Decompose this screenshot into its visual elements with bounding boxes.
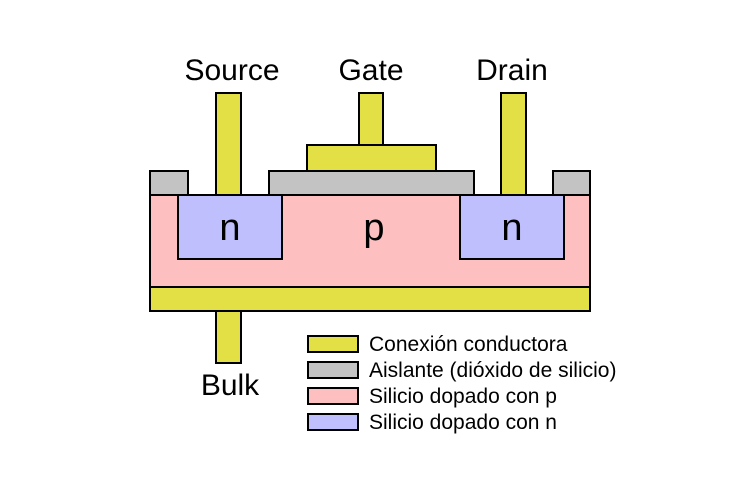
p-label: p — [363, 207, 384, 249]
bulk-plate — [149, 286, 591, 312]
gate-oxide — [268, 170, 475, 196]
right-oxide — [552, 170, 591, 196]
legend-swatch-insulator — [307, 361, 359, 379]
legend-swatch-n-silicon — [307, 413, 359, 431]
drain-label: Drain — [476, 54, 548, 87]
legend-label-insulator: Aislante (dióxido de silicio) — [369, 359, 616, 382]
legend-swatch-p-silicon — [307, 387, 359, 405]
left-n-label: n — [219, 207, 240, 249]
source-n-region — [177, 194, 283, 260]
bulk-label: Bulk — [201, 369, 260, 402]
gate-label: Gate — [338, 54, 403, 87]
legend-swatch-conductor — [307, 335, 359, 353]
source-label: Source — [184, 54, 279, 87]
drain-lead — [500, 92, 527, 196]
bulk-lead — [215, 310, 242, 364]
gate-plate — [306, 144, 437, 172]
legend-label-conductor: Conexión conductora — [369, 333, 568, 356]
legend-label-p-silicon: Silicio dopado con p — [369, 385, 557, 408]
gate-lead — [358, 92, 384, 146]
right-n-label: n — [501, 207, 522, 249]
legend-label-n-silicon: Silicio dopado con n — [369, 411, 557, 434]
left-oxide — [149, 170, 189, 196]
source-lead — [215, 92, 242, 196]
